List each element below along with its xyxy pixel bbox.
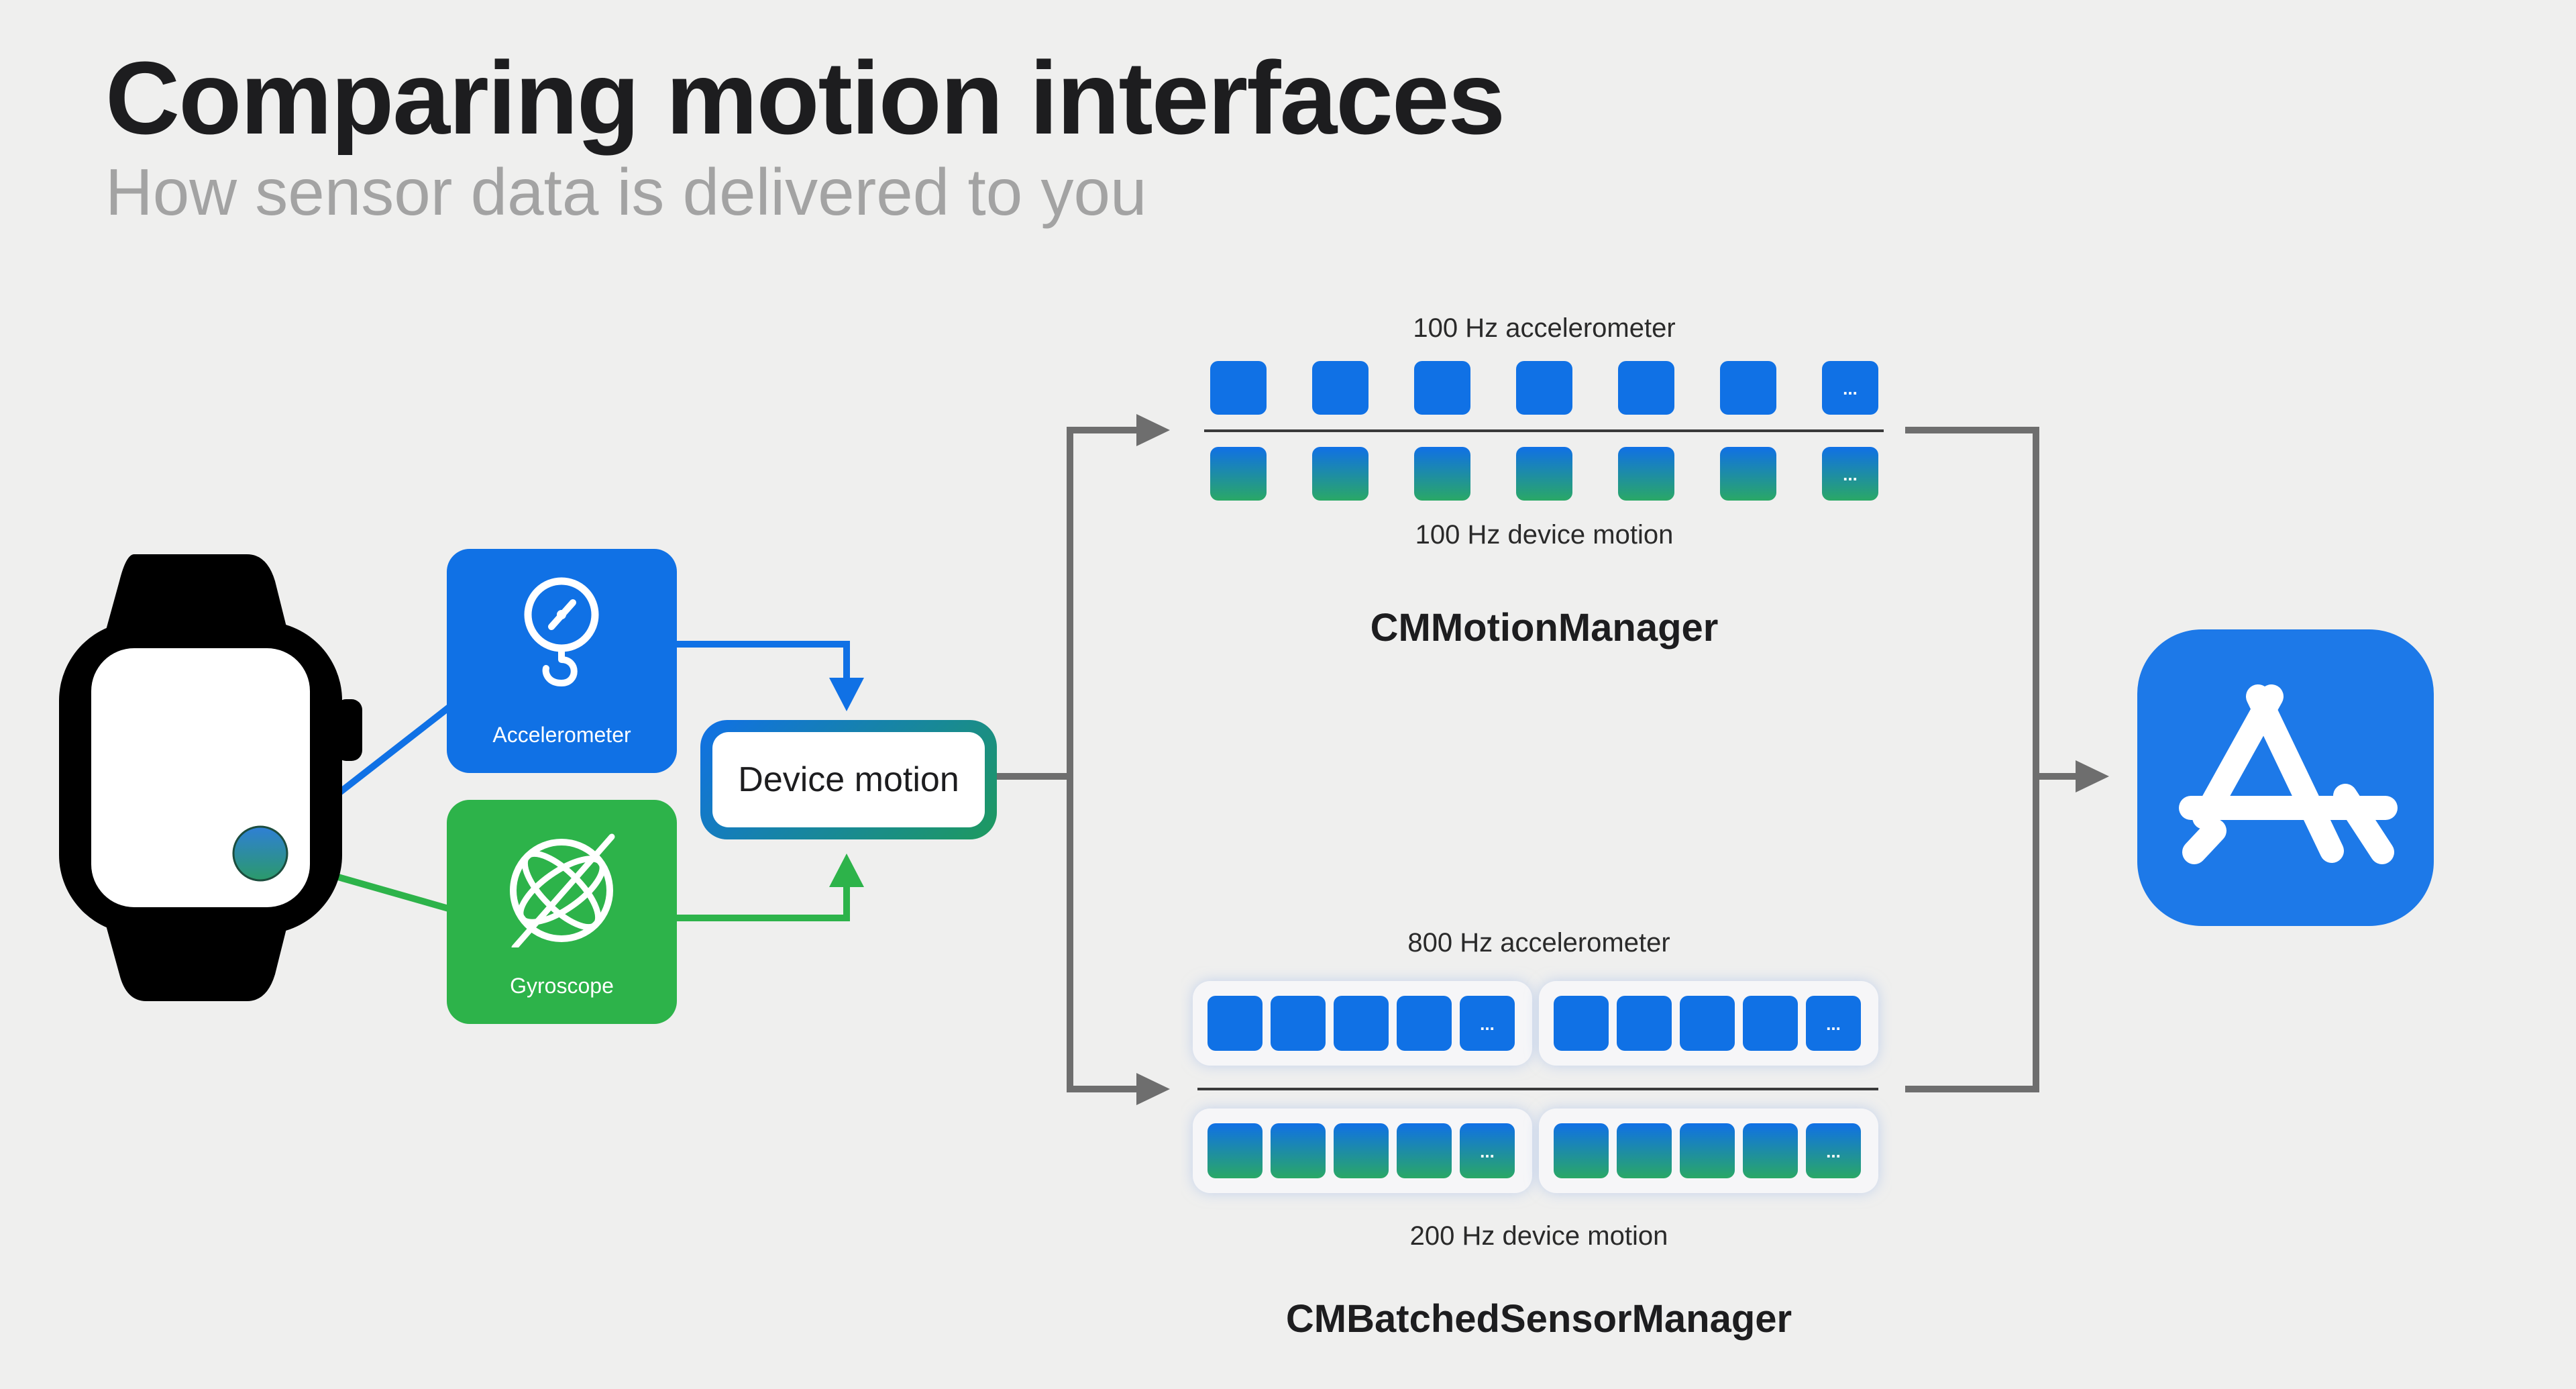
accel-sample (1554, 996, 1609, 1051)
accel-sample (1312, 361, 1368, 415)
accel-sample (1516, 361, 1572, 415)
gyro-to-devmotion-line (675, 887, 850, 921)
page-title: Comparing motion interfaces (105, 40, 1505, 156)
accel-sample (1208, 996, 1263, 1051)
accel-sample (1822, 361, 1878, 415)
device-motion-sample (1822, 447, 1878, 501)
ellipsis-label: ... (1843, 378, 1858, 399)
accel-sample (1617, 996, 1672, 1051)
gyroscope-box: Gyroscope (447, 800, 677, 1024)
batched-devmotion-caption: 200 Hz device motion (1409, 1221, 1668, 1251)
page-subtitle: How sensor data is delivered to you (105, 155, 1147, 229)
motion-devmotion-caption: 100 Hz device motion (1415, 520, 1674, 550)
accelerometer-box: Accelerometer (447, 549, 677, 773)
device-motion-sample (1617, 1123, 1672, 1178)
gyroscope-icon (510, 833, 615, 947)
device-motion-sample (1271, 1123, 1326, 1178)
device-motion-sample (1618, 447, 1674, 501)
device-motion-sample (1397, 1123, 1452, 1178)
app-store-icon (2137, 629, 2434, 926)
accel-to-devmotion-line (675, 641, 850, 678)
gyro-to-devmotion-arrowhead (829, 854, 864, 887)
accelerometer-icon (524, 577, 599, 687)
to-app-arrowhead (2076, 760, 2109, 792)
branch-top-arrowhead (1136, 414, 1170, 446)
accel-sample (1210, 361, 1267, 415)
ellipsis-label: ... (1480, 1014, 1495, 1034)
ellipsis-label: ... (1826, 1141, 1841, 1162)
device-motion-label: Device motion (712, 732, 985, 827)
ellipsis-label: ... (1826, 1014, 1841, 1034)
branch-bottom-arrowhead (1136, 1073, 1170, 1105)
accel-sample (1271, 996, 1326, 1051)
device-motion-sample (1806, 1123, 1861, 1178)
device-motion-sample (1720, 447, 1776, 501)
accel-sample (1720, 361, 1776, 415)
motion-manager-label: CMMotionManager (1370, 606, 1719, 650)
accel-sample (1618, 361, 1674, 415)
accel-sample (1414, 361, 1470, 415)
device-motion-sample (1208, 1123, 1263, 1178)
accel-sample (1334, 996, 1389, 1051)
accelerometer-label: Accelerometer (492, 723, 631, 747)
ellipsis-label: ... (1843, 464, 1858, 484)
device-motion-box: Device motion (700, 720, 997, 839)
device-motion-sample (1554, 1123, 1609, 1178)
accel-sample (1743, 996, 1798, 1051)
batched-manager-label: CMBatchedSensorManager (1285, 1297, 1792, 1341)
accel-to-devmotion-arrowhead (829, 678, 864, 711)
device-motion-sample (1743, 1123, 1798, 1178)
device-motion-sample (1312, 447, 1368, 501)
device-motion-sample (1210, 447, 1267, 501)
motion-manager-samples: ...... (1204, 361, 1884, 501)
ellipsis-label: ... (1480, 1141, 1495, 1162)
device-motion-sample (1680, 1123, 1735, 1178)
motion-accel-caption: 100 Hz accelerometer (1413, 313, 1676, 343)
accel-sample (1680, 996, 1735, 1051)
accel-sample (1806, 996, 1861, 1051)
device-motion-sample (1334, 1123, 1389, 1178)
device-motion-sample (1414, 447, 1470, 501)
batched-accel-caption: 800 Hz accelerometer (1407, 928, 1670, 958)
accel-sample (1460, 996, 1515, 1051)
device-motion-sample (1516, 447, 1572, 501)
gyroscope-label: Gyroscope (510, 974, 614, 998)
accel-sample (1397, 996, 1452, 1051)
device-motion-sample (1460, 1123, 1515, 1178)
watch-icon (59, 554, 362, 1001)
batched-manager-samples: ............ (1193, 981, 1878, 1193)
